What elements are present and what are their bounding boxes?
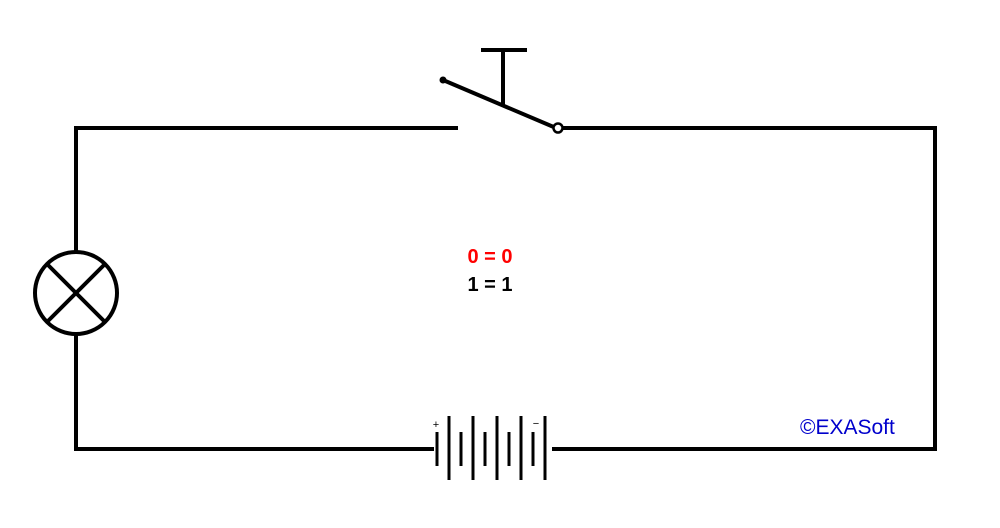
wire-top-right xyxy=(552,126,937,451)
switch-pivot xyxy=(439,76,447,84)
push-switch-icon xyxy=(439,48,564,134)
switch-lever xyxy=(442,78,557,130)
equation-black: 1 = 1 xyxy=(467,274,513,296)
copyright-label: ©EXASoft xyxy=(800,416,895,439)
battery-plus-label: + xyxy=(433,419,439,431)
equation-red: 0 = 0 xyxy=(467,246,513,268)
wire-top-left xyxy=(74,126,458,252)
wire-bottom-left xyxy=(74,334,434,451)
switch-contact xyxy=(552,122,564,134)
lamp-icon xyxy=(33,250,119,336)
battery-minus-label: − xyxy=(533,418,539,430)
battery-icon: + − xyxy=(433,416,547,480)
